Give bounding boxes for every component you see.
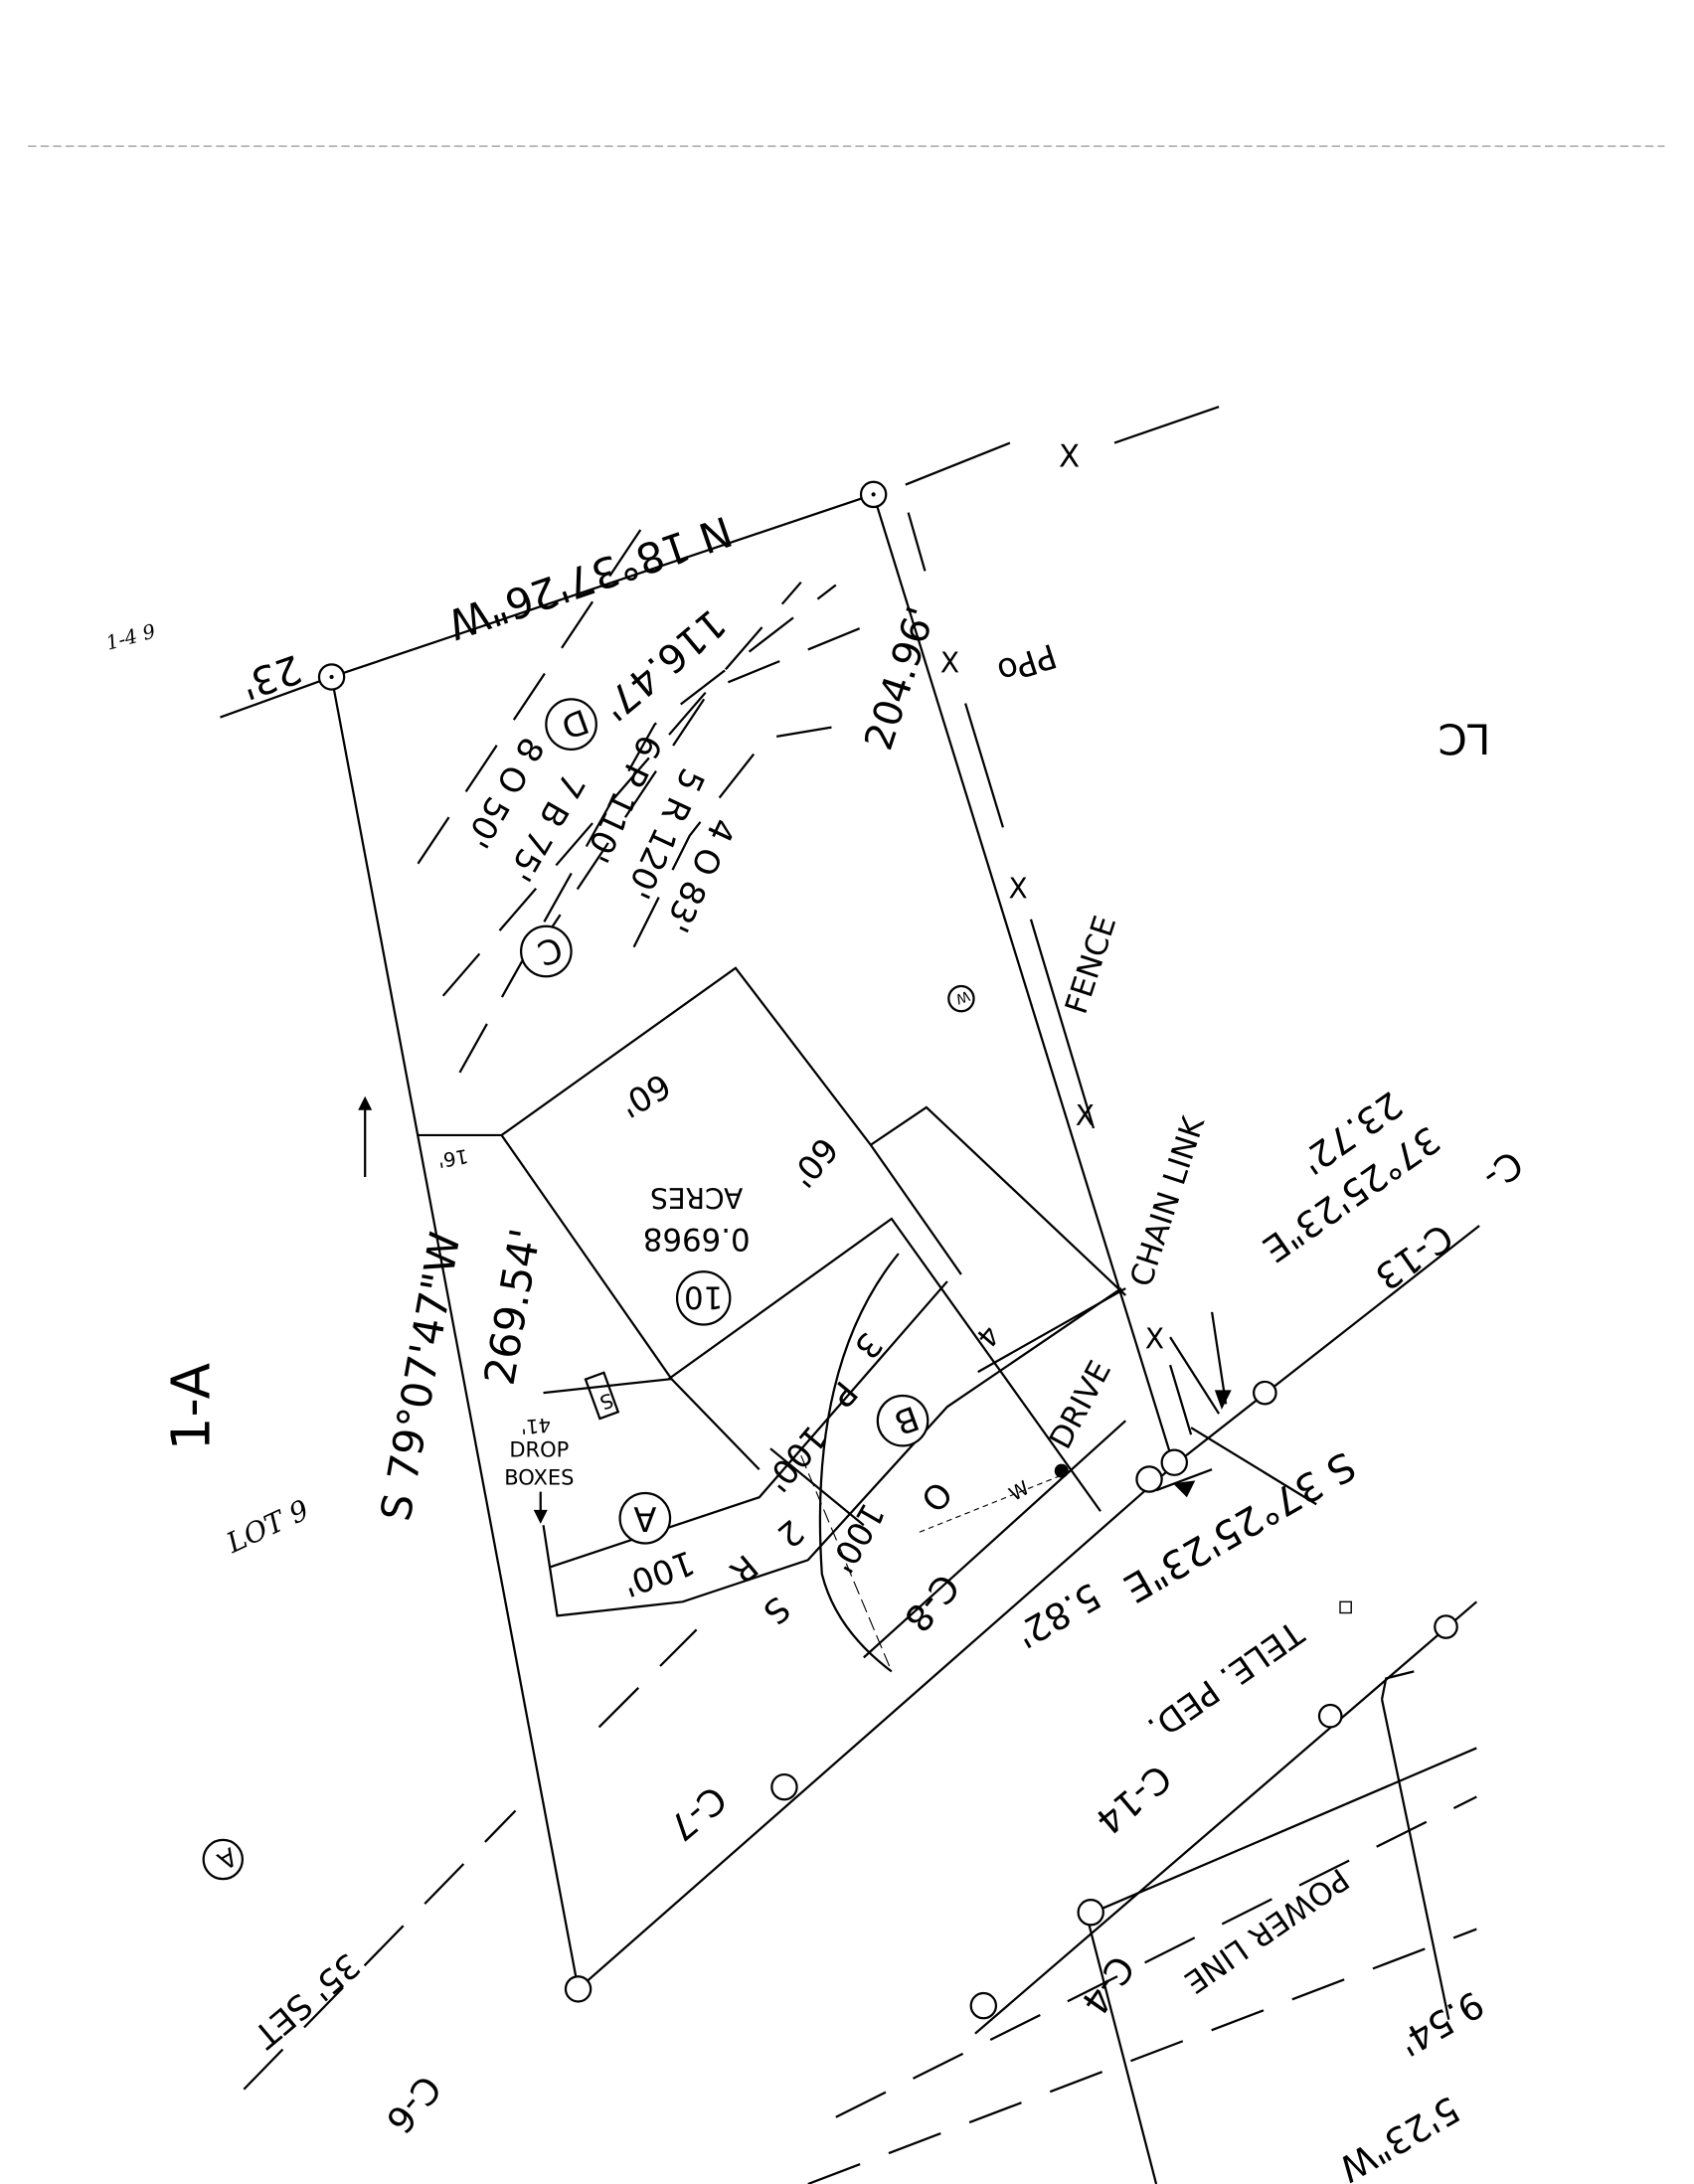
dim-60a: 60' [613, 1066, 678, 1125]
c8-label: C-8 [896, 1566, 968, 1640]
o-100: 100' [822, 1496, 892, 1579]
fence-x-mark: X [1076, 1099, 1095, 1132]
lot-number-circle [675, 1270, 732, 1326]
c4-label: C-4 [1073, 1947, 1143, 2022]
lot-number: 10 [684, 1279, 723, 1315]
line-a-circle [618, 1491, 672, 1545]
septic-label: S [596, 1388, 616, 1414]
dist-41: 41' [520, 1413, 552, 1438]
a-s: S [756, 1589, 796, 1632]
well-dot-icon [1054, 1463, 1069, 1478]
dist-582: 5.82' [1008, 1575, 1107, 1657]
setback-label: 35' SET [247, 1945, 368, 2056]
lc-label: LC [1439, 715, 1491, 763]
lot-9-label: LOT 9 [221, 1493, 314, 1560]
tele-ped-square-icon [1339, 1600, 1352, 1614]
c-partial-label: C- [1475, 1142, 1531, 1199]
c13-label: C-13 [1367, 1215, 1460, 1298]
handwritten-note: 1-4 9 [103, 619, 158, 654]
pp-label: PPo [993, 636, 1062, 692]
bearing-br: 5'23"W [1331, 2088, 1466, 2184]
well-circle [947, 984, 975, 1013]
n4-label: 4 [969, 1319, 1006, 1354]
c7-label: C-7 [660, 1777, 735, 1850]
a-100: 100' [617, 1543, 699, 1604]
well-circle-label: W [953, 987, 972, 1007]
well-label: W [1005, 1476, 1033, 1506]
power-line-label: POWER LINE [1178, 1861, 1356, 2000]
structures [418, 966, 1126, 1673]
p-label: P [822, 1374, 865, 1415]
dist-269: 269.54' [475, 1225, 551, 1389]
fence-label: FENCE [1059, 912, 1124, 1018]
acres-value: 0.6968 [643, 1221, 751, 1257]
acres-label: ACRES [650, 1181, 743, 1214]
fence-x-mark: X [1009, 873, 1028, 906]
road-lines [243, 1336, 1478, 2184]
dist-116: 116.47' [593, 599, 734, 729]
fence-x-mark: X [940, 647, 959, 680]
chain-link-label: CHAIN LINK [1123, 1111, 1212, 1290]
line-c-circle [520, 924, 573, 978]
tele-ped-label: TELE. PED. [1140, 1612, 1311, 1748]
line-d-circle [545, 698, 597, 751]
drop-boxes-label-2: BOXES [504, 1465, 574, 1490]
o-label: O [914, 1474, 960, 1519]
lot-1a-label: 1-A [160, 1363, 222, 1450]
bearing-west: S 79°07'47"W [371, 1229, 469, 1525]
dist-16: 16' [436, 1144, 470, 1172]
plat-labels: N 18°37'26"W 23' 116.47' 204.96' PPo LC … [103, 506, 1531, 2184]
monuments [317, 480, 1458, 2020]
drive-label: DRIVE [1043, 1355, 1118, 1455]
dim-60b: 60' [782, 1130, 845, 1195]
dist-954: 9.54' [1391, 1982, 1490, 2065]
chain-link-fence: X X X X X [905, 406, 1220, 1435]
drop-boxes-label-1: DROP [509, 1437, 569, 1462]
fence-x-mark: X [1059, 438, 1080, 474]
a-r: R [723, 1547, 765, 1592]
road-a-circle [202, 1838, 245, 1881]
c6-label: C-6 [378, 2067, 450, 2141]
dist-23: 23' [236, 645, 307, 707]
fence-x-mark: X [1145, 1322, 1164, 1355]
line-a-label: A [633, 1499, 656, 1538]
line-b-circle [876, 1394, 930, 1447]
c14-label: C-14 [1088, 1756, 1180, 1843]
a-2: 2 [769, 1512, 810, 1556]
